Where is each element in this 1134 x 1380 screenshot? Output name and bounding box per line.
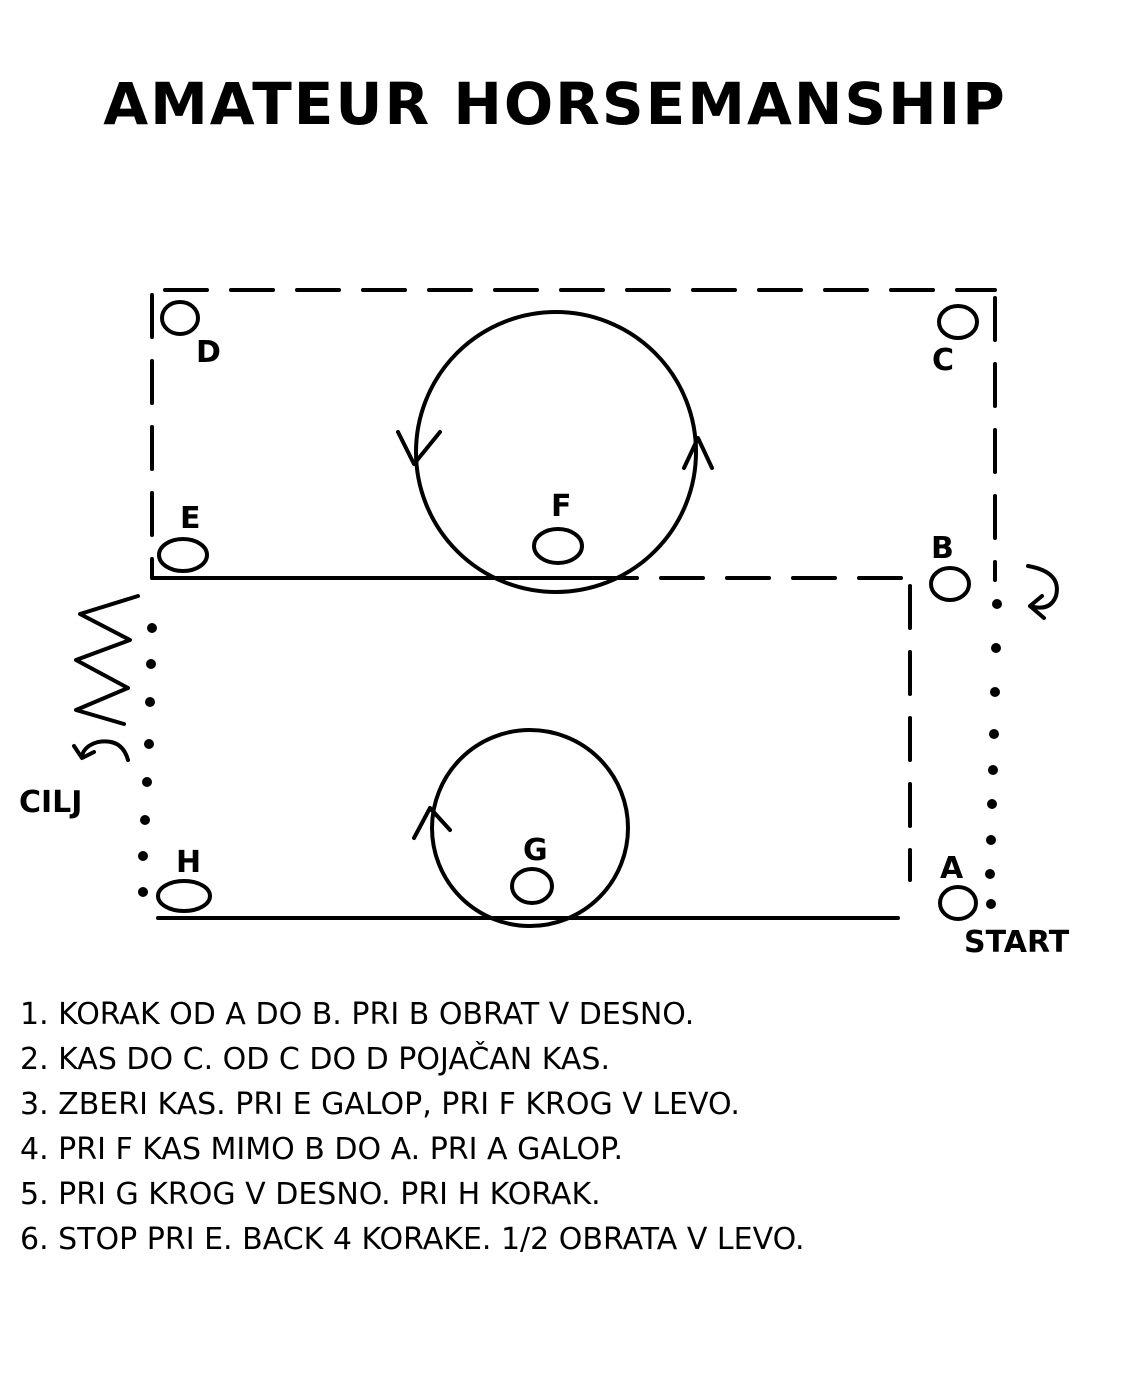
instruction-item: 4. PRI F KAS MIMO B DO A. PRI A GALOP. [20, 1132, 624, 1167]
instruction-list: 1. KORAK OD A DO B. PRI B OBRAT V DESNO.… [20, 992, 805, 1262]
arrow-up-icon [682, 436, 714, 470]
instruction-item: 3. ZBERI KAS. PRI E GALOP, PRI F KROG V … [20, 1087, 740, 1122]
marker-label-g: G [523, 833, 548, 868]
marker-cone-a [938, 885, 978, 921]
marker-label-a: A [940, 851, 964, 886]
instruction-item: 5. PRI G KROG V DESNO. PRI H KORAK. [20, 1177, 601, 1212]
half-turn-arrow-icon [80, 739, 130, 762]
marker-label-h: H [176, 845, 201, 880]
instruction-item: 2. KAS DO C. OD C DO D POJAČAN KAS. [20, 1042, 611, 1077]
arrow-down-icon [396, 430, 442, 466]
marker-label-c: C [932, 343, 954, 378]
marker-cone-h [156, 879, 212, 913]
marker-label-f: F [551, 489, 572, 524]
marker-cone-e [157, 537, 209, 573]
start-label: START [964, 925, 1070, 960]
marker-label-e: E [180, 501, 201, 536]
dotted-path-left [138, 623, 157, 897]
marker-cone-b [929, 566, 971, 602]
circle-right-at-g [430, 728, 630, 928]
marker-cone-c [937, 304, 979, 340]
dashed-path-upper [150, 288, 997, 882]
marker-cone-d [160, 300, 200, 336]
marker-cone-f [532, 527, 584, 565]
instruction-item: 1. KORAK OD A DO B. PRI B OBRAT V DESNO. [20, 997, 695, 1032]
marker-cone-g [510, 867, 554, 905]
circle-left-at-f [414, 310, 698, 594]
arrow-up-icon-g [412, 806, 452, 840]
finish-label: CILJ [19, 785, 82, 820]
dotted-path-right [985, 599, 1002, 909]
instruction-item: 6. STOP PRI E. BACK 4 KORAKE. 1/2 OBRATA… [20, 1222, 805, 1257]
marker-label-d: D [196, 335, 221, 370]
zigzag-back-up [74, 594, 140, 726]
page-title: AMATEUR HORSEMANSHIP [103, 70, 1007, 138]
turn-right-arrow-icon [1026, 564, 1059, 610]
marker-label-b: B [931, 531, 954, 566]
